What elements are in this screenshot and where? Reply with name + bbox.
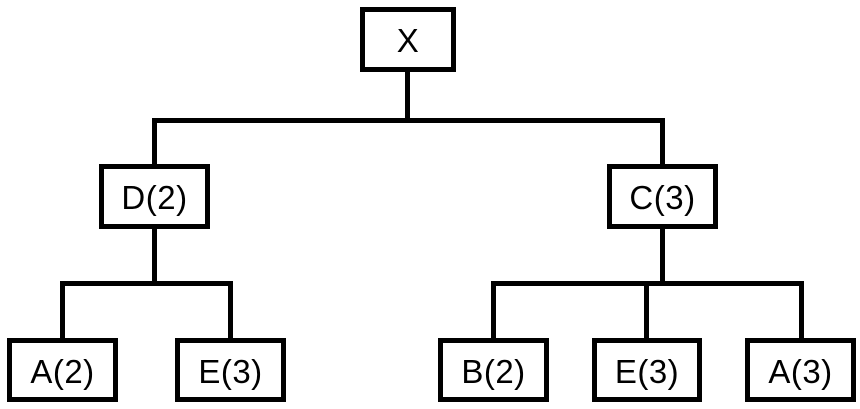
node-a3-label: A(3)	[768, 352, 833, 390]
node-c3: C(3)	[607, 164, 718, 229]
edge-b2-drop	[491, 281, 496, 338]
node-d2: D(2)	[99, 164, 210, 229]
edge-x-stem	[405, 72, 410, 123]
edge-e3-left-drop	[228, 281, 233, 338]
node-e3-left: E(3)	[175, 338, 286, 402]
node-a2: A(2)	[7, 338, 118, 402]
edge-c3-drop	[660, 118, 665, 164]
node-c3-label: C(3)	[629, 179, 696, 216]
node-a2-label: A(2)	[30, 352, 95, 390]
node-x: X	[360, 7, 456, 72]
node-x-label: X	[396, 22, 420, 59]
node-b2: B(2)	[438, 338, 549, 402]
node-e3-left-label: E(3)	[198, 352, 263, 390]
node-d2-label: D(2)	[121, 179, 188, 216]
edge-d2-drop	[152, 118, 157, 164]
edge-level1-bar	[152, 118, 665, 123]
node-e3-right: E(3)	[592, 338, 702, 402]
edge-d2-stem	[152, 229, 157, 286]
node-a3: A(3)	[745, 338, 856, 402]
edge-a2-drop	[60, 281, 65, 338]
edge-c3-stem	[660, 229, 665, 286]
node-e3-right-label: E(3)	[614, 352, 680, 390]
edge-a3-drop	[799, 281, 804, 338]
edge-left-subtree-bar	[60, 281, 233, 286]
node-b2-label: B(2)	[461, 352, 526, 390]
edge-e3-right-drop	[644, 281, 649, 338]
